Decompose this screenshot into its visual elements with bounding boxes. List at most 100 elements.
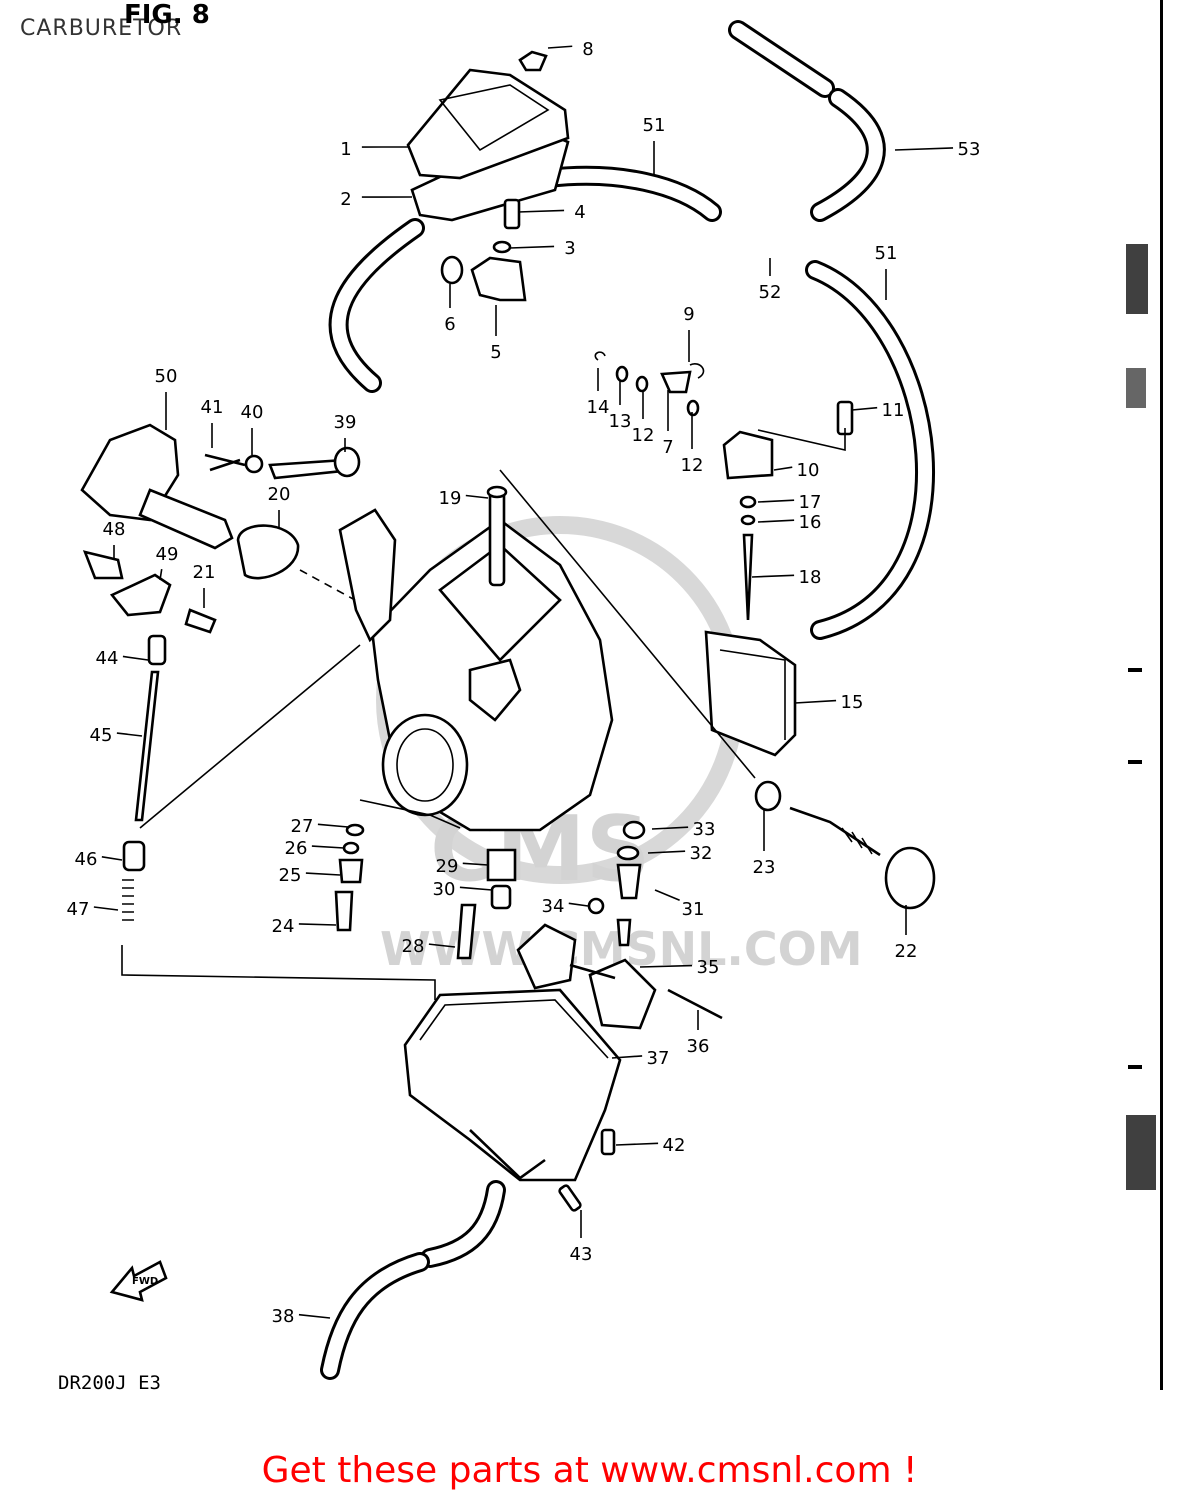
callout-leader-16	[757, 519, 795, 523]
callout-47: 47	[67, 899, 90, 920]
callout-8: 8	[582, 39, 593, 60]
callout-leader-53	[894, 147, 954, 151]
callout-2: 2	[340, 189, 351, 210]
footer: Get these parts at www.cmsnl.com !	[0, 1450, 1179, 1491]
callout-23: 23	[753, 857, 776, 878]
callout-46: 46	[75, 849, 98, 870]
callout-leader-49	[159, 568, 163, 581]
callout-31: 31	[682, 899, 705, 920]
callout-labels: 1234567891011121213141516171819202122232…	[67, 39, 981, 1327]
callout-leader-18	[751, 574, 795, 578]
callout-leader-3	[509, 245, 555, 249]
callout-leader-34	[568, 902, 589, 907]
jets-and-needle-jets	[334, 820, 646, 960]
callout-36: 36	[687, 1036, 710, 1057]
callout-leader-29	[462, 862, 489, 866]
callout-48: 48	[103, 519, 126, 540]
callout-leader-19	[465, 494, 489, 499]
callout-49: 49	[156, 544, 179, 565]
callout-5: 5	[490, 342, 501, 363]
callout-leader-37	[611, 1055, 643, 1059]
callout-leader-38	[298, 1313, 331, 1319]
callout-35: 35	[697, 957, 720, 978]
callout-4: 4	[574, 202, 585, 223]
callout-leader-28	[428, 943, 456, 948]
carburetor-body	[338, 485, 614, 832]
float-assembly	[516, 923, 723, 1030]
cable-clamp	[440, 198, 527, 302]
callout-21: 21	[193, 562, 216, 583]
figure-number: FIG. 8	[124, 0, 210, 30]
callout-leader-4	[517, 209, 565, 213]
callout-27: 27	[291, 816, 314, 837]
diagram-subtitle: CARBURETOR	[20, 16, 183, 41]
callout-leader-47	[93, 906, 119, 911]
callout-leader-25	[305, 872, 341, 876]
callout-45: 45	[90, 725, 113, 746]
callout-40: 40	[241, 402, 264, 423]
callout-7: 7	[662, 437, 673, 458]
callout-33: 33	[693, 819, 716, 840]
fwd-arrow: FWD	[109, 1260, 168, 1302]
callout-leader-45	[116, 732, 143, 737]
callout-11: 11	[882, 400, 905, 421]
callout-leader-42	[615, 1142, 659, 1146]
callout-39: 39	[334, 412, 357, 433]
model-code: DR200J E3	[58, 1372, 161, 1394]
callout-3: 3	[564, 238, 575, 259]
float-chamber	[403, 988, 622, 1212]
callout-43: 43	[570, 1244, 593, 1265]
callout-leader-35	[639, 964, 693, 968]
callout-leader-33	[651, 826, 689, 830]
callout-6: 6	[444, 314, 455, 335]
callout-24: 24	[272, 916, 295, 937]
callout-20: 20	[268, 484, 291, 505]
callout-32: 32	[690, 843, 713, 864]
footer-link[interactable]: Get these parts at www.cmsnl.com !	[261, 1450, 918, 1491]
callout-51: 51	[875, 243, 898, 264]
callout-22: 22	[895, 941, 918, 962]
callout-1: 1	[340, 139, 351, 160]
callout-53: 53	[958, 139, 981, 160]
callout-15: 15	[841, 692, 864, 713]
callout-17: 17	[799, 492, 822, 513]
callout-52: 52	[759, 282, 782, 303]
callout-leader-26	[311, 845, 345, 849]
callout-leader-24	[298, 923, 337, 926]
callout-38: 38	[272, 1306, 295, 1327]
callout-leader-10	[773, 466, 793, 471]
callout-29: 29	[436, 856, 459, 877]
callout-25: 25	[279, 865, 302, 886]
callout-leader-44	[122, 655, 149, 661]
callout-44: 44	[96, 648, 119, 669]
callout-50: 50	[155, 366, 178, 387]
reference-lines	[121, 428, 846, 1000]
callout-12: 12	[681, 455, 704, 476]
callout-26: 26	[285, 838, 308, 859]
callout-16: 16	[799, 512, 822, 533]
callout-41: 41	[201, 397, 224, 418]
fwd-arrow-label: FWD	[132, 1276, 158, 1287]
callout-34: 34	[542, 896, 565, 917]
callout-10: 10	[797, 460, 820, 481]
callout-30: 30	[433, 879, 456, 900]
top-cap	[406, 50, 570, 222]
callout-14: 14	[587, 397, 610, 418]
starter-plunger	[754, 780, 936, 910]
callout-37: 37	[647, 1048, 670, 1069]
callout-leaders	[93, 45, 954, 1319]
callout-leader-31	[654, 889, 680, 901]
callout-13: 13	[609, 411, 632, 432]
callout-51: 51	[643, 115, 666, 136]
callout-leader-46	[101, 856, 123, 861]
callout-18: 18	[799, 567, 822, 588]
callout-42: 42	[663, 1135, 686, 1156]
callout-leader-27	[317, 823, 349, 828]
callout-leader-30	[459, 886, 493, 891]
scan-edge-marks	[1126, 0, 1163, 1390]
callout-19: 19	[439, 488, 462, 509]
callout-9: 9	[683, 304, 694, 325]
vent-hoses	[320, 20, 936, 1380]
idle-adjust-rod	[122, 634, 167, 921]
